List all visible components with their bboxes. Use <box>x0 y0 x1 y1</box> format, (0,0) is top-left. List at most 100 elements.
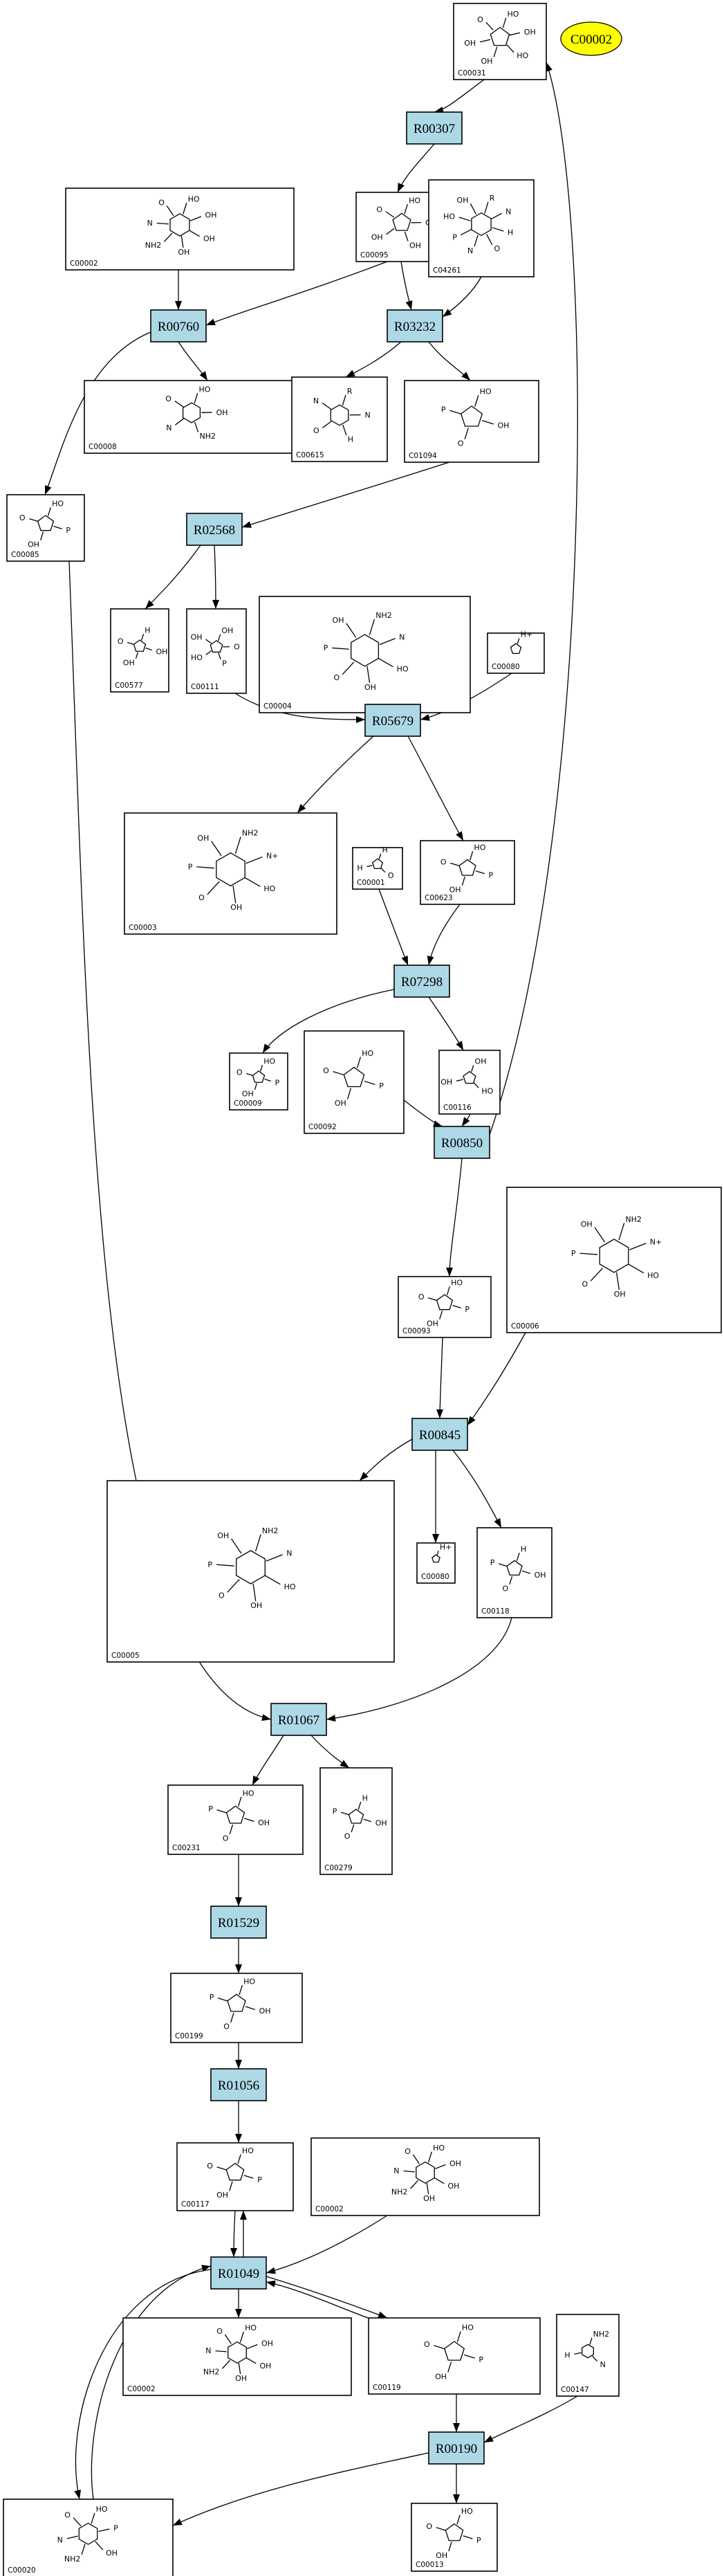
compound-node[interactable]: H+C00080 <box>416 1542 456 1584</box>
atom-label: H <box>145 625 150 634</box>
compound-id: C00199 <box>175 2032 203 2040</box>
ring-bond <box>392 212 411 231</box>
reaction-edge <box>467 1332 526 1426</box>
reaction-id: R00307 <box>414 122 455 136</box>
ring-bond <box>182 402 201 423</box>
reaction-node[interactable]: R02568 <box>186 513 243 546</box>
arrowhead <box>266 2280 276 2287</box>
atom-label: NH2 <box>262 1526 279 1535</box>
reaction-node[interactable]: R00845 <box>411 1418 468 1451</box>
ring-bond <box>330 404 349 426</box>
substituent-bond <box>29 518 38 522</box>
compound-box <box>428 179 535 277</box>
atom-label: HO <box>433 2144 445 2153</box>
substituent-bond <box>579 1252 598 1255</box>
reaction-node[interactable]: R03232 <box>387 309 443 342</box>
reaction-node[interactable]: R01056 <box>210 2068 267 2101</box>
atom-label: OH <box>333 616 344 625</box>
substituent-bond <box>231 1538 242 1554</box>
arrowhead <box>456 1041 463 1050</box>
arrowhead <box>145 600 154 609</box>
atom-label: N <box>147 219 153 228</box>
atom-label: N <box>365 410 371 419</box>
compound-box <box>167 1784 304 1855</box>
substituent-bond <box>491 212 503 219</box>
reaction-node[interactable]: R00190 <box>428 2431 485 2465</box>
compound-id: C00001 <box>357 879 385 887</box>
substituent-bond <box>222 2359 231 2369</box>
reaction-node[interactable]: R05679 <box>364 704 421 737</box>
reaction-node[interactable]: R00307 <box>406 111 463 145</box>
substituent-bond <box>517 638 520 644</box>
arrowhead <box>212 600 219 609</box>
arrowhead <box>405 300 413 310</box>
substituent-bond <box>342 394 346 406</box>
highlight-label: C00002 <box>570 33 612 47</box>
compound-id: C00577 <box>115 682 143 690</box>
atom-label: OH <box>242 1090 254 1099</box>
atom-label: OH <box>216 408 228 417</box>
highlight-node[interactable]: C00002 <box>560 21 622 56</box>
compound-node[interactable]: H+C00080 <box>487 630 545 674</box>
reaction-node[interactable]: R07298 <box>393 965 450 998</box>
substituent-bond <box>618 1223 625 1241</box>
atom-label: OH <box>435 2372 447 2381</box>
substituent-bond <box>447 2362 452 2373</box>
substituent-bond <box>590 1268 604 1281</box>
reaction-id: R07298 <box>401 975 443 989</box>
reaction-edge <box>234 693 366 720</box>
compound-id: C00002 <box>315 2205 344 2213</box>
compound-box <box>291 376 388 462</box>
substituent-bond <box>574 2352 582 2355</box>
reaction-edge <box>439 1337 443 1419</box>
substituent-bond <box>244 1818 254 1822</box>
atom-label: N <box>205 2346 211 2355</box>
reaction-node[interactable]: R01529 <box>210 1906 267 1939</box>
reaction-node[interactable]: R00760 <box>150 309 207 342</box>
reaction-node[interactable]: R00850 <box>434 1126 490 1159</box>
atom-label: NH2 <box>64 2555 81 2564</box>
arrowhead <box>398 183 405 192</box>
substituent-bond <box>456 1079 463 1081</box>
atom-label: O <box>376 205 382 214</box>
reaction-node[interactable]: R01067 <box>270 1703 327 1736</box>
reaction-edge <box>262 989 395 1054</box>
atom-label: OH <box>436 2551 447 2560</box>
reaction-edge <box>428 996 464 1051</box>
atom-label: OH <box>449 886 461 895</box>
arrowhead <box>467 1416 476 1425</box>
atom-label: HO <box>263 1057 275 1066</box>
substituent-bond <box>232 886 236 904</box>
reaction-node[interactable]: R01049 <box>210 2256 267 2290</box>
